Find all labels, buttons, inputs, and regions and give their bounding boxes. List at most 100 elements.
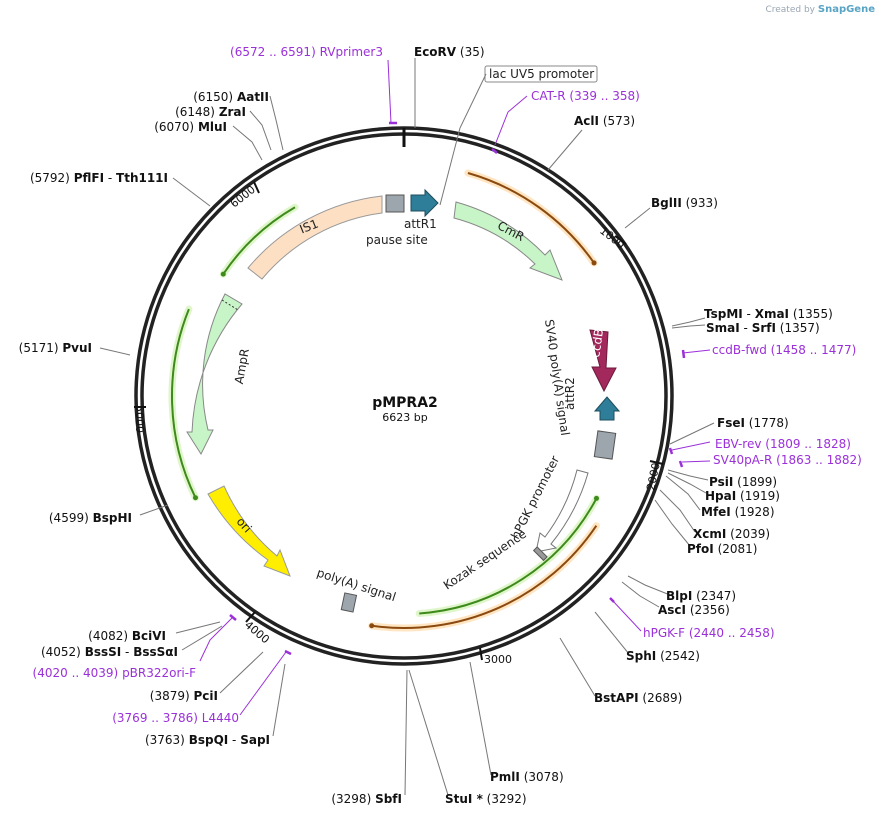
primer-hpgkf-name: hPGK-F [643,626,685,640]
site-fsei: FseI (1778) [717,416,789,430]
site-hpai: HpaI (1919) [705,489,780,503]
site-ecorv-pos: (35) [460,45,485,59]
site-pvui-name: PvuI [62,341,92,355]
site-aatii-pos: (6150) [193,90,233,104]
site-smai: SmaI - SrfI (1357) [706,321,820,335]
primer-catr-name: CAT-R [531,89,566,103]
site-fsei-pos: (1778) [749,416,789,430]
site-sphi-pos: (2542) [660,649,700,663]
primer-ccdbfwd-name: ccdB-fwd [712,343,767,357]
primer-catr-range: (339 .. 358) [569,89,639,103]
lacuv5-leader [459,73,487,129]
site-labels: EcoRV (35) AclI (573) BglII (933) TspMI - X… [19,45,833,806]
site-bglii-name: BglII [651,196,682,210]
primer-l4440: (3769 .. 3786) L4440 [112,711,239,725]
site-tspmi: TspMI - XmaI (1355) [704,307,833,321]
site-pfoi-name: PfoI [687,542,714,556]
site-bssi-pos: (4052) [41,645,81,659]
site-hpai-pos: (1919) [740,489,780,503]
site-bspqi-name: BspQI [189,733,229,747]
site-mfei-pos: (1928) [735,505,775,519]
primer-l4440-range: (3769 .. 3786) [112,711,198,725]
feature-ori: ori [207,485,291,577]
site-mlui: (6070) MluI [154,120,227,134]
site-pvui-pos: (5171) [19,341,59,355]
site-zrai: (6148) ZraI [175,105,246,119]
site-hpai-name: HpaI [705,489,736,503]
site-fsei-name: FseI [717,416,745,430]
site-stui-name: StuI * [445,792,484,806]
site-blpi-pos: (2347) [696,589,736,603]
site-bssi-name2: BssSαI [133,645,178,659]
site-pmli-name: PmlI [490,770,520,784]
site-pvui: (5171) PvuI [19,341,92,355]
orf-lower [371,525,598,629]
site-tspmi-name: TspMI [704,307,743,321]
site-bcivi: (4082) BciVI [88,629,166,643]
site-sbfi-pos: (3298) [331,792,371,806]
primer-ccdbfwd-range: (1458 .. 1477) [771,343,857,357]
orf-arcs [168,169,600,632]
primer-sv40par-name: SV40pA-R [713,453,772,467]
primer-rvprimer3-range: (6572 .. 6591) [230,45,316,59]
tick-marks [134,181,664,661]
orf-is1 [222,206,296,275]
primer-ebvrev-range: (1809 .. 1828) [765,437,851,451]
feature-ampr: AmpR [186,293,252,456]
site-bcivi-pos: (4082) [88,629,128,643]
feature-polya-box [340,592,358,613]
snapgene-credit: Created by SnapGene [765,4,875,15]
site-pflfi-pos: (5792) [30,171,70,185]
orf-ampr-head [192,495,198,501]
feature-attr2 [593,396,621,421]
feature-lacuv5-label: lac UV5 promoter [489,67,594,81]
feature-lacuv5-box [484,65,598,83]
primer-l4440-name: L4440 [202,711,239,725]
plasmid-name: pMPRA2 [372,395,438,411]
primer-sv40par-range: (1863 .. 1882) [776,453,862,467]
lacuv5-leader-inner [439,127,461,206]
primer-ebvrev: EBV-rev (1809 .. 1828) [715,437,851,451]
credit-text: Created by [765,5,815,15]
primer-sv40par: SV40pA-R (1863 .. 1882) [713,453,862,467]
site-aatii-name: AatII [237,90,269,104]
site-bglii-pos: (933) [686,196,718,210]
site-xcmi-pos: (2039) [730,527,770,541]
site-bsphi-name: BspHI [93,511,132,525]
primer-pbr322-range: (4020 .. 4039) [33,666,119,680]
site-blpi-name: BlpI [666,589,692,603]
site-pcii-name: PciI [194,689,219,703]
site-ecorv: EcoRV (35) [414,45,485,59]
leader-lines [99,58,715,796]
site-bstapi-name: BstAPI [594,691,639,705]
site-bsphi-pos: (4599) [49,511,89,525]
site-zrai-pos: (6148) [175,105,215,119]
site-asci-pos: (2356) [690,603,730,617]
orf-hpgk-head [593,495,599,501]
feature-ccdb-label: ccdB [588,328,606,359]
site-bspqi: (3763) BspQI - SapI [145,733,270,747]
site-bssi-name: BssSI [85,645,122,659]
site-blpi: BlpI (2347) [666,589,736,603]
site-pcii: (3879) PciI [150,689,218,703]
site-bstapi: BstAPI (2689) [594,691,682,705]
site-aatii: (6150) AatII [193,90,269,104]
feature-hpgk-promoter [535,469,589,553]
feature-attr1-label: attR1 [404,217,437,231]
site-stui: StuI * (3292) [445,792,527,806]
site-zrai-name: ZraI [219,105,246,119]
site-acli: AclI (573) [574,114,635,128]
primer-ebvrev-name: EBV-rev [715,437,761,451]
primer-hpgkf-range: (2440 .. 2458) [689,626,775,640]
orf-is1-head [220,271,226,277]
site-asci: AscI (2356) [658,603,730,617]
plasmid-size: 6623 bp [382,411,427,424]
feature-attr1 [410,188,439,218]
primer-marks [229,121,686,656]
site-sbfi-name: SbfI [375,792,402,806]
credit-brand: SnapGene [817,4,875,15]
site-psii-name: PsiI [709,475,733,489]
site-smai-pos: (1357) [780,321,820,335]
site-ecorv-name: EcoRV [414,45,457,59]
